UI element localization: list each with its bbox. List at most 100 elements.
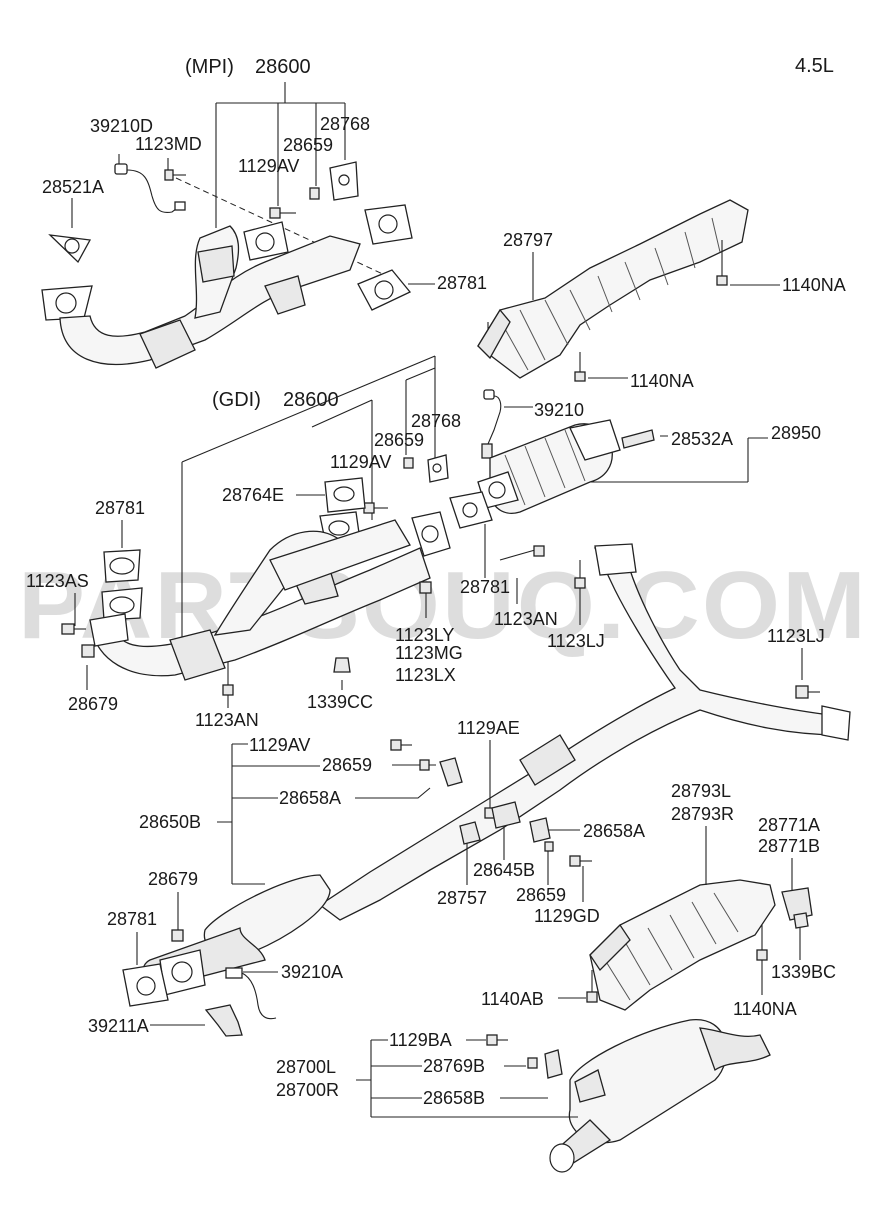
gdi-front-pipe-28600[interactable] xyxy=(89,511,451,681)
bolt-1123LJ-right[interactable] xyxy=(795,685,820,699)
label-r-28771A[interactable]: 28771A xyxy=(758,815,820,835)
label-mpi-28768[interactable]: 28768 xyxy=(320,114,370,134)
label-r-1140AB[interactable]: 1140AB xyxy=(481,989,544,1009)
bolt-1129AV[interactable] xyxy=(269,207,296,219)
center-pipe-28650B[interactable] xyxy=(141,543,851,996)
hanger-28658A-c[interactable] xyxy=(439,757,463,787)
label-gdi-1123MG[interactable]: 1123MG xyxy=(395,643,463,663)
label-m-28757[interactable]: 28757 xyxy=(437,888,487,908)
rear-heat-shield-28793[interactable] xyxy=(589,879,776,1011)
label-m-28658A[interactable]: 28658A xyxy=(583,821,645,841)
label-r-28793L[interactable]: 28793L xyxy=(671,781,731,801)
stud-28532A[interactable] xyxy=(621,429,655,449)
label-c-39211A[interactable]: 39211A xyxy=(88,1016,149,1036)
nut-28659[interactable] xyxy=(309,187,320,200)
gasket-28521A[interactable] xyxy=(48,234,92,264)
nut-1339BC[interactable] xyxy=(793,912,809,929)
label-gdi-28764E[interactable]: 28764E xyxy=(222,485,284,505)
label-gdi-1129AV[interactable]: 1129AV xyxy=(330,452,391,472)
label-b-28658B[interactable]: 28658B xyxy=(423,1088,485,1108)
label-m-1129GD[interactable]: 1129GD xyxy=(534,906,600,926)
label-b-28700R[interactable]: 28700R xyxy=(276,1080,339,1100)
bolt-1123LY[interactable] xyxy=(419,581,432,618)
label-mpi-39210D[interactable]: 39210D xyxy=(90,116,153,136)
mpi-front-pipe-28600[interactable] xyxy=(41,204,413,369)
nut-28679[interactable] xyxy=(81,644,95,658)
label-gdi-1123LY[interactable]: 1123LY xyxy=(395,625,454,645)
bolt-1123LJ-mid[interactable] xyxy=(574,560,586,589)
bolt-1129GD[interactable] xyxy=(569,855,592,867)
label-hs-28797[interactable]: 28797 xyxy=(503,230,553,250)
label-c-1129AE[interactable]: 1129AE xyxy=(457,718,520,738)
label-c-39210A[interactable]: 39210A xyxy=(281,962,343,982)
bolt-1123AN-mid[interactable] xyxy=(499,545,545,561)
label-c-28679[interactable]: 28679 xyxy=(148,869,198,889)
label-gdi-1123LJ-right[interactable]: 1123LJ xyxy=(767,626,825,646)
label-gdi-1123LX[interactable]: 1123LX xyxy=(395,665,456,685)
label-m-28659[interactable]: 28659 xyxy=(516,885,566,905)
label-gdi-28781-left[interactable]: 28781 xyxy=(95,498,145,518)
bolt-1129AV-gdi[interactable] xyxy=(363,502,388,514)
nut-28769B[interactable] xyxy=(527,1057,538,1069)
label-gdi-1339CC[interactable]: 1339CC xyxy=(307,692,373,712)
bracket-28771[interactable] xyxy=(781,887,813,921)
gasket-28768[interactable] xyxy=(329,161,359,201)
label-gdi-28600[interactable]: 28600 xyxy=(283,389,339,411)
bolt-1123MD[interactable] xyxy=(164,169,186,181)
label-gdi-1123AS[interactable]: 1123AS xyxy=(26,571,89,591)
label-b-28700L[interactable]: 28700L xyxy=(276,1057,336,1077)
label-r-28771B[interactable]: 28771B xyxy=(758,836,820,856)
label-c-28650B[interactable]: 28650B xyxy=(139,812,201,832)
bolt-1140NA-b[interactable] xyxy=(574,352,586,382)
bolt-1123AS[interactable] xyxy=(61,623,86,635)
rear-muffler-28700[interactable] xyxy=(549,1019,771,1173)
label-c-1129AV[interactable]: 1129AV xyxy=(249,735,310,755)
nut-28679-c[interactable] xyxy=(171,929,184,942)
bolt-1129AV-c[interactable] xyxy=(390,739,412,751)
label-gdi-28950[interactable]: 28950 xyxy=(771,423,821,443)
nut-28659-gdi[interactable] xyxy=(403,457,414,469)
hanger-28658B[interactable] xyxy=(544,1049,563,1079)
label-c-28658A[interactable]: 28658A xyxy=(279,788,341,808)
o2-sensor-39210A[interactable] xyxy=(225,967,277,1020)
nut-28659-c[interactable] xyxy=(419,759,430,771)
label-c-28659[interactable]: 28659 xyxy=(322,755,372,775)
bolt-1140AB[interactable] xyxy=(586,970,598,1003)
o2-sensor-39210[interactable] xyxy=(481,389,502,459)
rubber-28757[interactable] xyxy=(459,821,481,845)
gasket-28781-mid[interactable] xyxy=(449,491,493,529)
label-mpi-28781[interactable]: 28781 xyxy=(437,273,487,293)
gasket-28768-gdi[interactable] xyxy=(427,454,449,483)
label-gdi-1123AN-low[interactable]: 1123AN xyxy=(195,710,259,730)
hanger-28658A-m[interactable] xyxy=(529,817,551,843)
label-hs-1140NA-b[interactable]: 1140NA xyxy=(630,371,694,391)
gasket-28781-c[interactable] xyxy=(122,963,169,1007)
gasket-28781[interactable] xyxy=(357,269,412,311)
label-gdi-1123AN-mid[interactable]: 1123AN xyxy=(494,609,558,629)
catalytic-converter-28950[interactable] xyxy=(477,419,621,514)
label-gdi-28679[interactable]: 28679 xyxy=(68,694,118,714)
label-b-1129BA[interactable]: 1129BA xyxy=(389,1030,452,1050)
bolt-1140NA-a[interactable] xyxy=(716,240,728,286)
o2-sensor-39210D[interactable] xyxy=(114,163,186,214)
gasket-28781-left[interactable] xyxy=(101,549,143,621)
label-m-28645B[interactable]: 28645B xyxy=(473,860,535,880)
label-mpi-1129AV[interactable]: 1129AV xyxy=(238,156,299,176)
nut-28659-m[interactable] xyxy=(544,841,554,852)
sensor-bracket-39211A[interactable] xyxy=(204,1004,243,1037)
label-r-1140NA[interactable]: 1140NA xyxy=(733,999,797,1019)
label-gdi-28532A[interactable]: 28532A xyxy=(671,429,733,449)
label-gdi-28659[interactable]: 28659 xyxy=(374,430,424,450)
label-gdi-28781-mid[interactable]: 28781 xyxy=(460,577,510,597)
label-gdi-39210[interactable]: 39210 xyxy=(534,400,584,420)
label-r-28793R[interactable]: 28793R xyxy=(671,804,734,824)
bolt-1129BA[interactable] xyxy=(486,1034,508,1046)
heat-shield-28797[interactable] xyxy=(477,199,749,379)
label-mpi-28521A[interactable]: 28521A xyxy=(42,177,104,197)
label-c-28781[interactable]: 28781 xyxy=(107,909,157,929)
bolt-1123AN-low[interactable] xyxy=(222,662,234,696)
label-mpi-1123MD[interactable]: 1123MD xyxy=(135,134,202,154)
label-gdi-28768[interactable]: 28768 xyxy=(411,411,461,431)
label-mpi-28659[interactable]: 28659 xyxy=(283,135,333,155)
nut-1339CC[interactable] xyxy=(333,657,351,673)
